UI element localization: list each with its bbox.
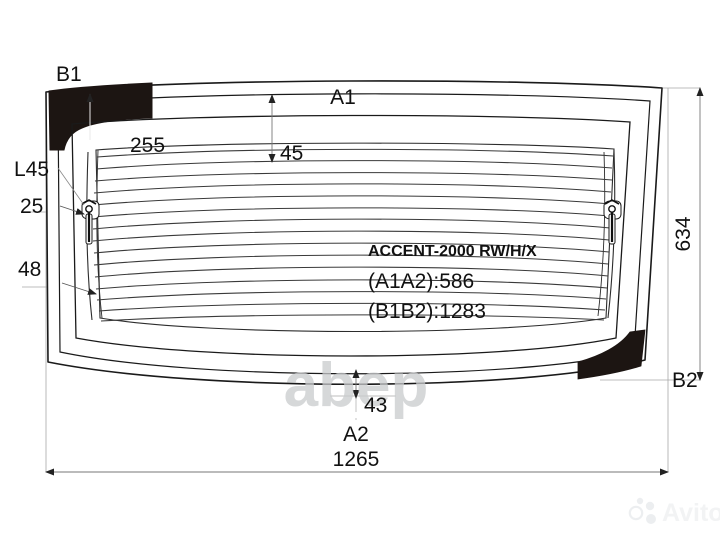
dim-value-45: 45 (280, 142, 303, 165)
defroster-heating-lines (92, 148, 614, 322)
spec-line-a1a2: (A1A2):586 (368, 270, 474, 293)
label-l45: L45 (14, 158, 49, 181)
avito-circle-2 (645, 501, 655, 511)
avito-circle-3 (646, 514, 656, 524)
dim-arrow-48 (61, 282, 97, 295)
dim-value-25: 25 (20, 195, 43, 218)
label-a2: A2 (343, 423, 369, 446)
avito-wordmark: Avito (662, 499, 720, 527)
avito-circle-1 (628, 505, 644, 521)
avito-watermark: Avito (628, 497, 720, 527)
spec-line-title: ACCENT-2000 RW/H/X (368, 243, 537, 260)
dim-value-1265: 1265 (333, 448, 380, 471)
dim-value-43: 43 (364, 394, 387, 417)
dim-value-48: 48 (18, 258, 41, 281)
dim-arrow-25 (59, 205, 85, 215)
label-b2: B2 (672, 369, 698, 392)
leader-L45 (57, 167, 85, 206)
defroster-zone-outline (95, 142, 615, 333)
avito-circle-4 (636, 497, 644, 505)
connector-terminal-left (81, 199, 100, 245)
defroster-busbar-right-inner (597, 151, 606, 317)
label-a1: A1 (330, 86, 356, 109)
dim-value-255: 255 (130, 134, 165, 157)
spec-line-b1b2: (B1B2):1283 (368, 300, 486, 323)
connector-terminal-right (603, 199, 622, 245)
dim-value-634: 634 (672, 216, 695, 251)
black-patch-bottom-right (577, 329, 646, 380)
label-b1: B1 (56, 63, 82, 86)
glass-outer-outline (45, 80, 663, 386)
watermark-abep: abep (284, 351, 429, 420)
ceramic-band-inner-edge (71, 114, 631, 357)
